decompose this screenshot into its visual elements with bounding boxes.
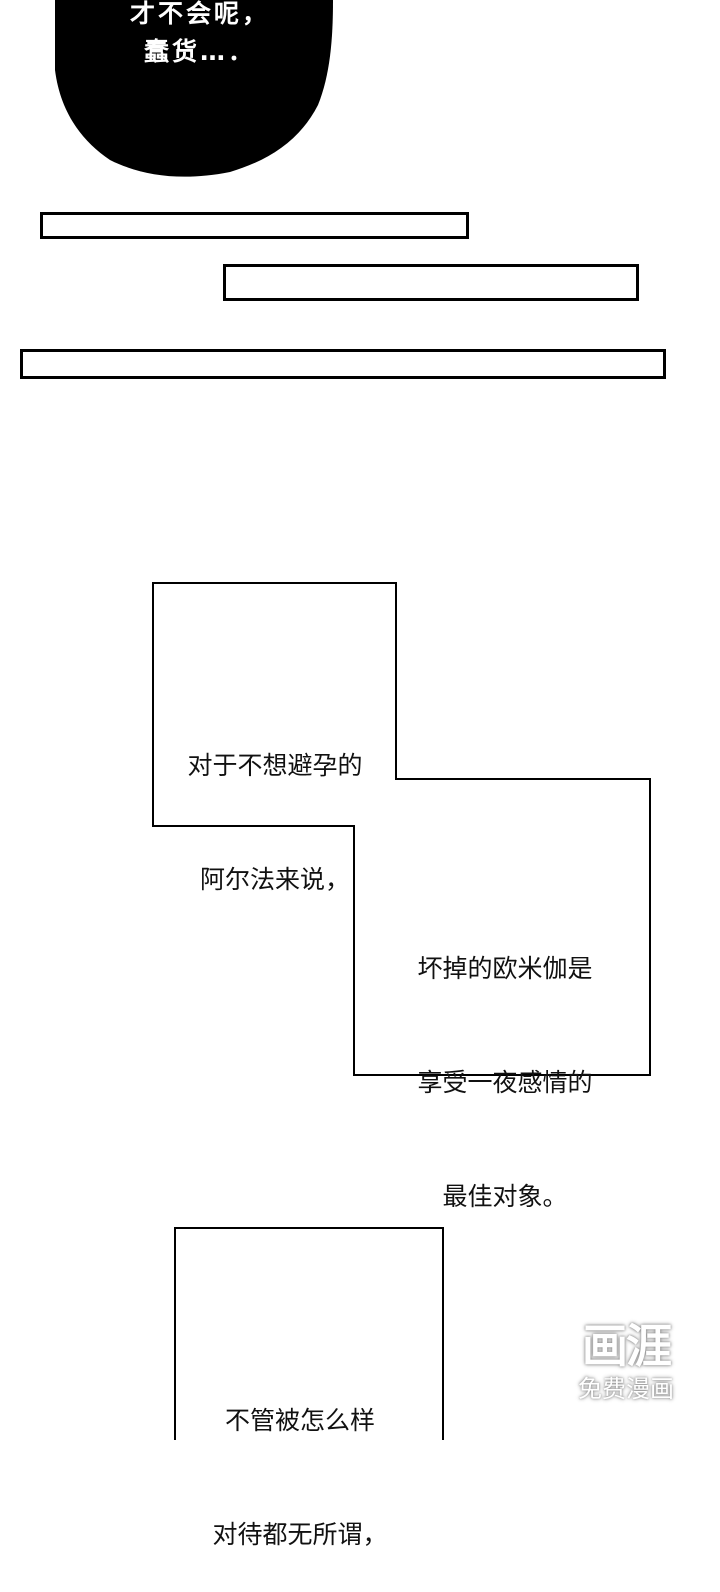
bubble-line: 蠢货…． (143, 37, 256, 66)
text-line: 不管被怎么样 (224, 1406, 375, 1435)
caption-bar (40, 212, 469, 239)
text-line: 对于不想避孕的 (187, 751, 363, 780)
speech-bubble (55, 0, 333, 177)
text-line: 坏掉的欧米伽是 (417, 954, 593, 983)
text-line: 阿尔法来说， (199, 865, 350, 894)
text-line: 享受一夜感情的 (417, 1068, 593, 1097)
panel2-text: 坏掉的欧米伽是 享受一夜感情的 最佳对象。 (380, 874, 630, 1254)
watermark-tagline: 免费漫画 (578, 1375, 674, 1403)
bubble-line: 才不会呢， (129, 0, 270, 28)
panel-stepped (152, 582, 651, 1076)
watermark: 画涯 免费漫画 (566, 1318, 686, 1404)
panel-bottom (174, 1227, 444, 1440)
caption-bar (223, 264, 639, 301)
comic-art (55, 0, 651, 1440)
bubble-text: 才不会呢， 蠢货…． (100, 0, 300, 71)
caption-bar (20, 349, 666, 379)
text-line: 最佳对象。 (442, 1182, 568, 1211)
panel1-text: 对于不想避孕的 阿尔法来说， (155, 671, 395, 937)
panel3-text: 不管被怎么样 对待都无所谓， (180, 1326, 420, 1592)
watermark-logo: 画涯 (582, 1319, 672, 1373)
text-line: 对待都无所谓， (212, 1520, 388, 1549)
